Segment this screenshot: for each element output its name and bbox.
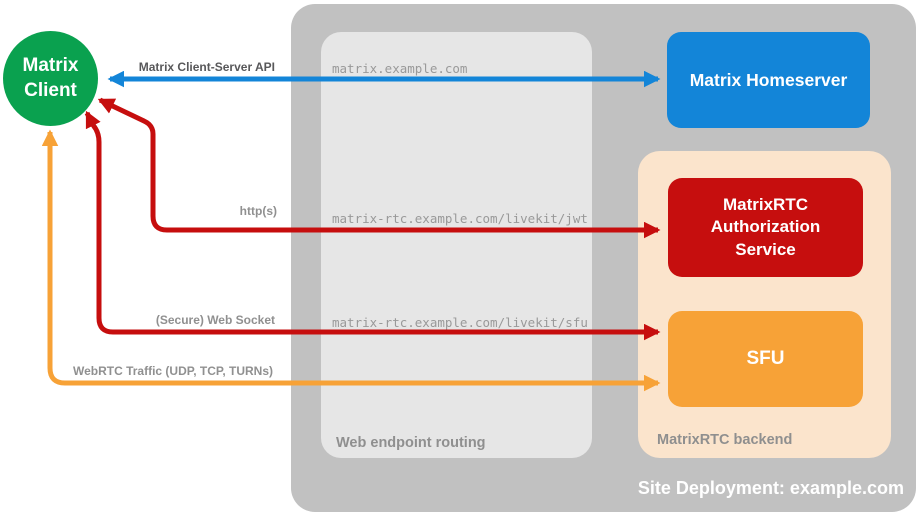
arrow-label-websocket: (Secure) Web Socket — [155, 313, 275, 327]
matrix-client-node: Matrix Client — [3, 31, 98, 126]
routing-group-label: Web endpoint routing — [336, 435, 486, 451]
web-endpoint-routing-group: matrix.example.com matrix-rtc.example.co… — [321, 32, 592, 458]
matrixrtc-authorization-service-node: MatrixRTC Authorization Service — [668, 178, 863, 277]
arrow-label-client-server-api: Matrix Client-Server API — [138, 60, 275, 74]
site-deployment-label: Site Deployment: example.com — [637, 478, 904, 498]
backend-group-label: MatrixRTC backend — [657, 432, 793, 448]
route-host-homeserver: matrix.example.com — [332, 61, 468, 76]
route-path-livekit-sfu: matrix-rtc.example.com/livekit/sfu — [332, 315, 588, 330]
arrow-label-https: http(s) — [239, 204, 277, 218]
route-path-livekit-jwt: matrix-rtc.example.com/livekit/jwt — [332, 211, 588, 226]
arrow-label-webrtc: WebRTC Traffic (UDP, TCP, TURNs) — [72, 364, 273, 378]
sfu-node: SFU — [668, 311, 863, 407]
matrix-homeserver-node: Matrix Homeserver — [667, 32, 870, 128]
